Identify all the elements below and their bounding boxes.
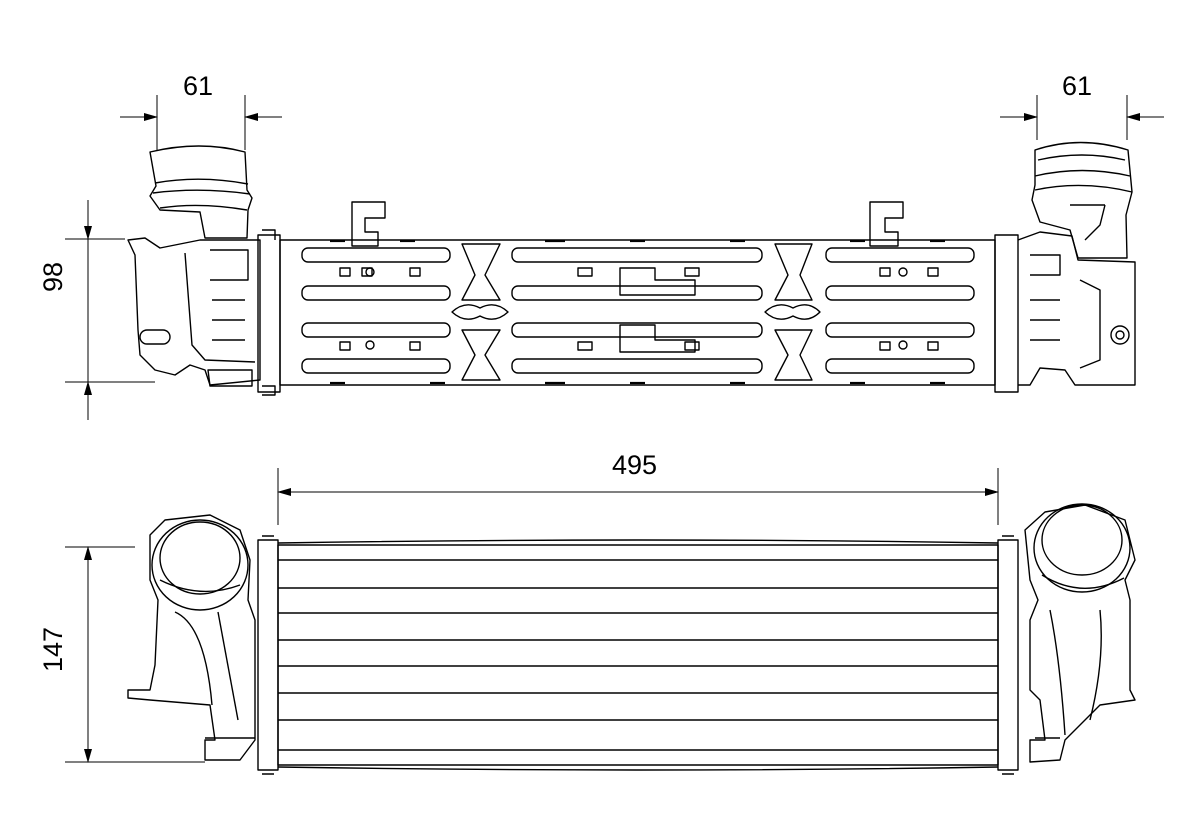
dimension-label-core-length: 495	[612, 450, 658, 480]
dim-line-length-495	[277, 468, 999, 525]
left-end-tank-top	[127, 145, 281, 396]
dimension-label-left-port: 61	[183, 71, 214, 101]
dimension-label-top-height: 98	[38, 261, 68, 292]
core-front	[277, 539, 999, 771]
dim-line-top-left	[120, 95, 282, 150]
dimension-label-front-height: 147	[38, 626, 68, 672]
front-view	[65, 468, 1136, 775]
core-top	[279, 201, 996, 386]
dim-line-height-98	[65, 200, 155, 420]
left-end-tank-front	[127, 514, 279, 775]
dim-line-height-147	[65, 546, 205, 763]
right-end-tank-front	[997, 503, 1136, 775]
top-view	[65, 95, 1164, 420]
right-end-tank-top	[994, 141, 1136, 393]
dimension-label-right-port: 61	[1062, 71, 1093, 101]
dim-line-top-right	[1000, 95, 1164, 140]
